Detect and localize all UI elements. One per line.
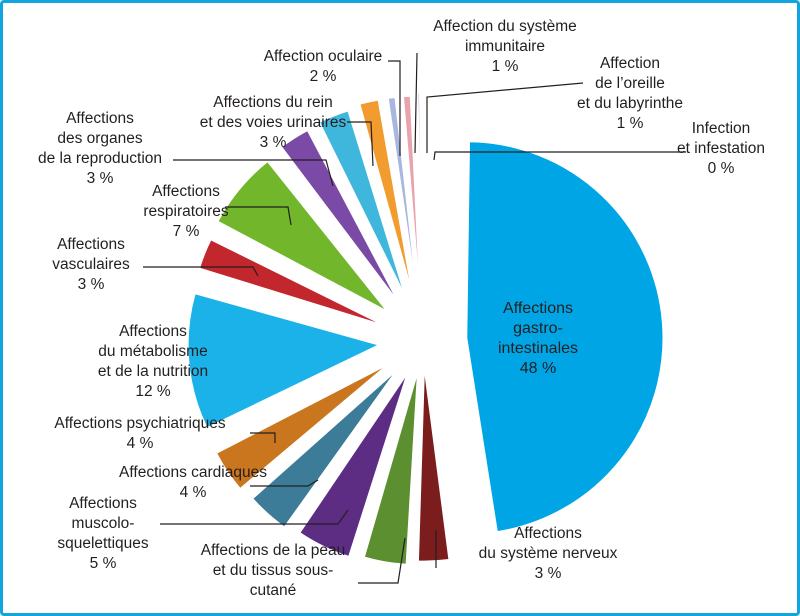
slice-label-line: 2 % xyxy=(310,68,337,85)
slice-label-line: 4 % xyxy=(180,484,207,501)
leader-line-15 xyxy=(433,151,686,161)
slice-label-line: respiratoires xyxy=(143,203,229,220)
leader-line-9 xyxy=(225,206,292,226)
slice-label-line: 3 % xyxy=(87,170,114,187)
slice-label-line: 0 % xyxy=(708,160,735,177)
slice-label-6: Affections psychiatriques 4 % xyxy=(54,415,225,452)
slice-label-line: et du labyrinthe xyxy=(577,95,683,112)
slice-label-line: et des voies urinaires xyxy=(200,114,347,131)
pie-slice-2 xyxy=(418,370,450,562)
slice-label-line: 12 % xyxy=(135,383,171,400)
slice-label-line: Affections xyxy=(119,323,187,340)
slice-label-line: Affections psychiatriques xyxy=(54,415,225,432)
slice-label-line: et infestation xyxy=(677,140,765,157)
leader-line-3 xyxy=(358,537,406,584)
pie-slice-4 xyxy=(299,374,407,557)
slice-label-11: Affections du rein et des voies urinaires… xyxy=(200,94,347,151)
slice-label-line: Infection xyxy=(692,120,751,137)
slice-label-line: Affections de la peau xyxy=(201,542,346,559)
pie-slice-7 xyxy=(187,293,380,429)
slice-label-line: Affections xyxy=(57,236,125,253)
slice-label-7: Affections du métabolisme et de la nutriti… xyxy=(98,323,208,400)
leader-line-8 xyxy=(143,266,259,277)
slice-label-3: Affections de la peau et du tissus sous-c… xyxy=(201,542,346,599)
slice-label-line: et du tissus sous- xyxy=(213,562,334,579)
pie-slice-15 xyxy=(417,92,423,284)
pie-slice-8 xyxy=(199,239,382,325)
slice-label-line: Affections xyxy=(514,525,582,542)
slice-label-line: squelettiques xyxy=(57,535,149,552)
slice-label-line: 4 % xyxy=(127,435,154,452)
slice-label-line: du métabolisme xyxy=(98,343,207,360)
slice-label-line: 5 % xyxy=(90,555,117,572)
slice-label-line: Affections xyxy=(152,183,220,200)
pie-slice-1 xyxy=(466,141,664,532)
slice-label-line: 48 % xyxy=(520,360,556,377)
slice-label-10: Affections des organes de la reproduction 3… xyxy=(38,110,162,187)
slice-label-line: Affection xyxy=(600,55,660,72)
slice-label-line: Affections cardiaques xyxy=(119,464,267,481)
leader-line-6 xyxy=(250,432,276,443)
slice-label-line: Affections du rein xyxy=(213,94,332,111)
slice-label-line: 3 % xyxy=(260,134,287,151)
slice-label-line: de l’oreille xyxy=(595,75,665,92)
slice-label-line: et de la nutrition xyxy=(98,363,208,380)
pie-slice-10 xyxy=(281,130,397,300)
leader-line-5 xyxy=(250,479,319,487)
slice-label-13: Affection du système immunitaire 1 % xyxy=(433,18,577,75)
pie-slice-5 xyxy=(252,371,396,528)
slice-label-line: des organes xyxy=(57,130,143,147)
slice-label-line: Affection oculaire xyxy=(264,48,383,65)
slice-label-15: Infection et infestation 0 % xyxy=(677,120,765,177)
slice-label-line: Affections xyxy=(503,300,573,317)
slice-label-line: immunitaire xyxy=(465,38,545,55)
slice-label-line: cutané xyxy=(250,582,297,599)
pie-slice-6 xyxy=(216,365,386,489)
slice-label-line: de la reproduction xyxy=(38,150,162,167)
slice-label-line: 3 % xyxy=(535,565,562,582)
pie-slice-14 xyxy=(403,95,420,287)
slice-label-line: 1 % xyxy=(492,58,519,75)
slice-label-9: Affections respiratoires 7 % xyxy=(143,183,229,240)
slice-label-12: Affection oculaire 2 % xyxy=(264,48,383,85)
leader-line-12 xyxy=(388,60,401,156)
slice-label-line: Affections xyxy=(66,110,134,127)
slice-label-line: Affection du système xyxy=(433,18,577,35)
slice-label-5: Affections cardiaques 4 % xyxy=(119,464,267,501)
pie-slice-13 xyxy=(387,97,417,287)
pie-slice-9 xyxy=(217,161,387,311)
slice-label-line: Affections xyxy=(69,495,137,512)
slice-label-line: 7 % xyxy=(173,223,200,240)
leader-line-14 xyxy=(426,82,584,153)
slice-label-8: Affections vasculaires 3 % xyxy=(52,236,130,293)
slice-label-line: vasculaires xyxy=(52,256,130,273)
slice-label-line: gastro- xyxy=(513,320,563,337)
slice-label-line: intestinales xyxy=(498,340,578,357)
slice-label-line: 3 % xyxy=(78,276,105,293)
slice-label-14: Affection de l’oreille et du labyrinthe 1 % xyxy=(577,55,683,132)
slice-label-line: du système nerveux xyxy=(479,545,618,562)
pie-slice-11 xyxy=(319,110,405,293)
leader-line-11 xyxy=(347,121,374,167)
pie-slice-12 xyxy=(359,99,412,288)
leader-line-13 xyxy=(414,52,418,154)
slice-label-1: Affections gastro-intestinales 48 % xyxy=(498,300,578,377)
pie-slice-3 xyxy=(364,374,418,565)
slice-label-line: 1 % xyxy=(617,115,644,132)
slice-label-2: Affections du système nerveux 3 % xyxy=(479,525,618,582)
leader-line-4 xyxy=(160,509,349,525)
slice-label-4: Affections muscolo-squelettiques 5 % xyxy=(57,495,149,572)
slice-label-line: muscolo- xyxy=(72,515,135,532)
leader-line-10 xyxy=(173,159,334,187)
